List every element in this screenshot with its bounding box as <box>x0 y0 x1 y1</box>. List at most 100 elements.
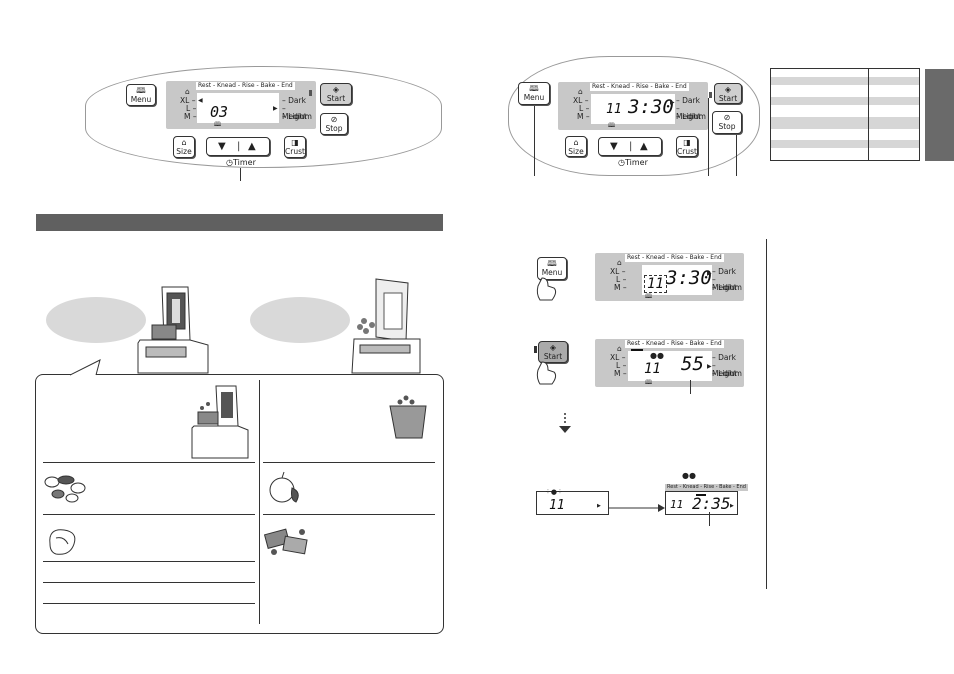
book-icon: 🕮 <box>214 121 222 128</box>
rest-stage-bar <box>631 349 643 351</box>
start-indicator-light <box>709 92 712 98</box>
crust-medium-label: – Medium <box>712 361 742 378</box>
chocolate-chips-svg <box>263 528 308 555</box>
stage-progress-bar <box>696 494 706 496</box>
stop-button[interactable]: ⊘ Stop <box>712 111 742 134</box>
step2-lcd: Rest - Knead - Rise - Bake - End ⌂ XL – … <box>595 339 744 387</box>
up-arrow-button[interactable]: ▲ <box>640 141 648 152</box>
size-xl-label: XL – <box>610 353 626 362</box>
column-divider <box>766 239 767 589</box>
start-button[interactable]: ◈ Start <box>714 83 742 104</box>
crust-indicator-icon: ▶ <box>273 105 278 112</box>
menu-number: 11 <box>670 498 684 511</box>
section-header-bar <box>36 214 443 231</box>
apple-icon <box>266 470 306 506</box>
bread-maker-open-illustration <box>130 285 230 375</box>
time-remaining: 55 <box>681 353 704 375</box>
crust-dark-label: – Dark <box>712 267 736 276</box>
stop-icon: ⊘ <box>330 115 338 124</box>
dotted-arrow-svg <box>559 413 571 433</box>
table-row <box>771 96 919 105</box>
book-icon: 🕮 <box>645 293 653 300</box>
menu-number: 11 <box>606 102 622 117</box>
ingredients-info-box <box>35 374 444 634</box>
speech-bubble-right <box>250 297 350 343</box>
row-divider <box>263 462 435 463</box>
time-remaining: 3:30 <box>628 96 674 118</box>
start-indicator-light <box>534 346 537 353</box>
row-divider <box>43 603 255 604</box>
lock-icon: ⌂ <box>578 87 583 96</box>
table-column-divider <box>868 69 869 160</box>
control-panel-top-right <box>508 56 760 176</box>
start-button[interactable]: ◈ Start <box>538 341 568 363</box>
finger-press-icon <box>534 360 560 386</box>
size-icon: ⌂ <box>573 138 579 147</box>
speech-bubble-left <box>46 297 146 343</box>
crust-dark-label: – Dark <box>676 96 700 105</box>
step1-lcd: Rest - Knead - Rise - Bake - End ⌂ XL – … <box>595 253 744 301</box>
clock-icon: ◷ <box>226 158 233 167</box>
nuts-raisins-icon <box>42 470 90 506</box>
size-l-label: L – <box>616 361 627 370</box>
size-button[interactable]: ⌂ Size <box>173 136 195 158</box>
menu-button[interactable]: 🕮 Menu <box>518 82 550 105</box>
size-l-label: L – <box>186 104 197 113</box>
blinking-indicator-icon: ⁘●⁘ <box>545 488 563 496</box>
callout-pointer-svg <box>69 359 101 376</box>
transition-arrow-svg <box>608 504 665 512</box>
running-indicator-icon: ●● <box>682 471 696 480</box>
lcd-screen <box>628 351 712 381</box>
callout-line-time <box>690 380 691 394</box>
lock-icon: ⌂ <box>617 258 622 267</box>
size-m-label: M – <box>184 112 197 121</box>
up-arrow-button[interactable]: ▲ <box>248 141 256 152</box>
lcd-display: Rest - Knead - Rise - Bake - End ⌂ XL – … <box>166 81 316 129</box>
time-remaining: 2:35 <box>692 494 731 513</box>
nut-shell-svg <box>49 529 76 555</box>
arrow-divider: | <box>237 141 241 152</box>
stop-button[interactable]: ⊘ Stop <box>320 113 348 135</box>
book-icon: 🕮 <box>645 379 653 386</box>
crust-indicator-icon: ▶ <box>707 363 712 370</box>
crust-medium-label: – Medium <box>676 104 706 121</box>
size-icon: ⌂ <box>181 138 187 147</box>
bread-maker-open-svg <box>137 286 209 374</box>
stage-labels: Rest - Knead - Rise - Bake - End <box>625 254 724 262</box>
book-icon: 🕮 <box>547 259 557 268</box>
start-button[interactable]: ◈ Start <box>320 83 352 105</box>
dotted-down-arrow-icon <box>558 412 572 434</box>
menu-button[interactable]: 🕮 Menu <box>126 84 156 106</box>
stop-icon: ⊘ <box>723 113 731 122</box>
crust-indicator-icon: ▶ <box>707 270 712 277</box>
size-xl-label: XL – <box>573 96 589 105</box>
start-icon: ◈ <box>549 343 557 352</box>
menu-button[interactable]: 🕮 Menu <box>537 257 567 280</box>
crust-indicator-icon: ▶ <box>670 99 675 106</box>
crust-button[interactable]: ◨ Crust <box>284 136 306 158</box>
reference-table <box>770 68 920 161</box>
down-arrow-button[interactable]: ▼ <box>218 141 226 152</box>
down-arrow-button[interactable]: ▼ <box>610 141 618 152</box>
info-box-divider <box>259 380 260 624</box>
running-indicator-icon: ●● <box>650 351 664 360</box>
callout-pointer <box>69 358 110 376</box>
book-icon: 🕮 <box>136 86 146 95</box>
nuts-raisins-svg <box>44 475 86 503</box>
menu-number: 11 <box>644 361 661 377</box>
dispenser-small-svg <box>389 395 427 439</box>
lcd-screen <box>591 94 675 124</box>
lcd-screen <box>197 93 279 123</box>
timer-arrows: ▼ | ▲ <box>598 137 662 156</box>
table-row <box>771 76 919 85</box>
bread-maker-dispenser-illustration <box>340 275 440 375</box>
crust-dark-label: – Dark <box>282 96 306 105</box>
crust-button[interactable]: ◨ Crust <box>676 136 698 157</box>
dispenser-small-illustration <box>386 394 432 442</box>
size-button[interactable]: ⌂ Size <box>565 136 587 157</box>
lcd-display: Rest - Knead - Rise - Bake - End ⌂ XL – … <box>558 82 708 130</box>
crust-medium-label: – Medium <box>282 104 312 121</box>
crust-icon: ◨ <box>291 138 299 147</box>
bread-maker-dispenser-svg <box>351 278 421 374</box>
clock-icon: ◷ <box>618 158 625 167</box>
